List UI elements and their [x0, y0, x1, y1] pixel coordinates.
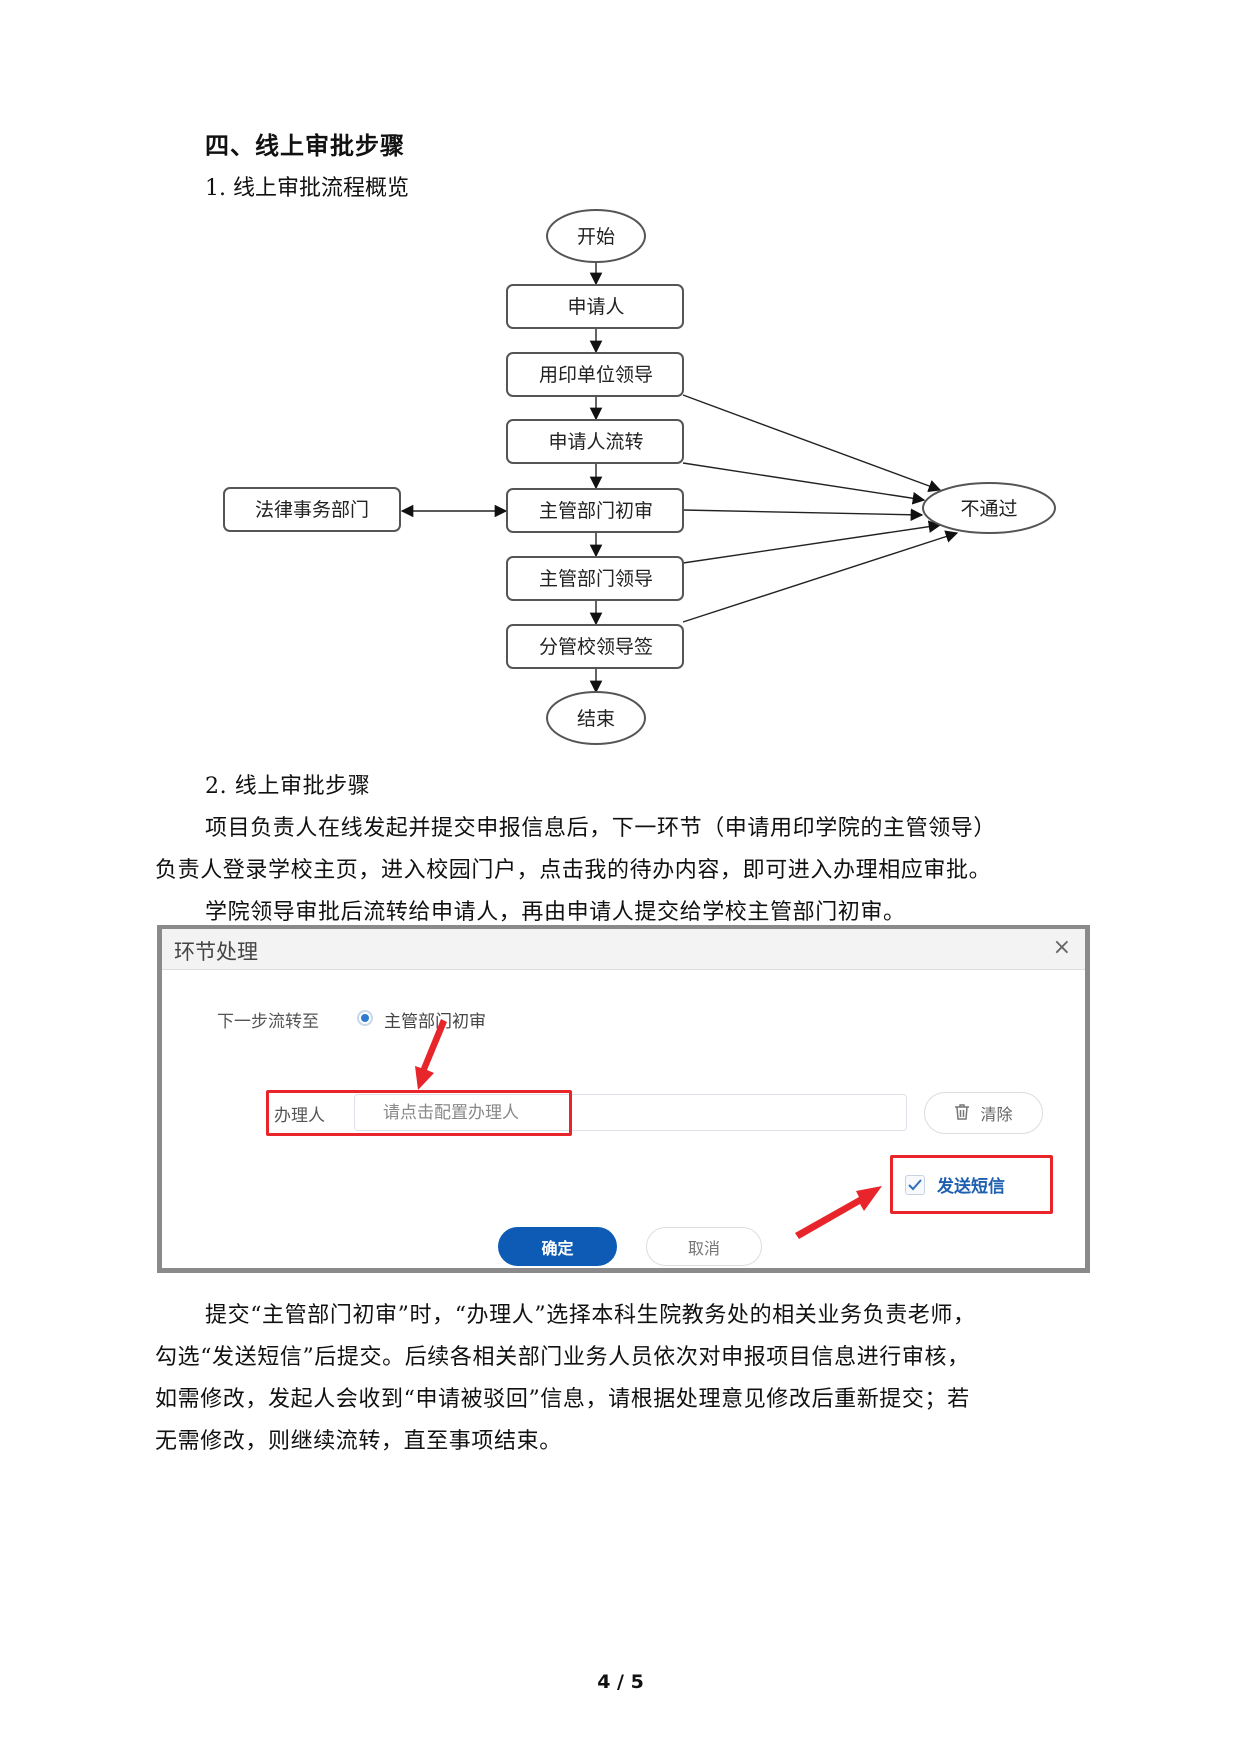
clear-button[interactable]: 清除 [924, 1092, 1043, 1134]
arrow-reject-from-step2 [682, 394, 942, 492]
paragraph-line: 负责人登录学校主页，进入校园门户，点击我的待办内容，即可进入办理相应审批。 [155, 858, 992, 883]
legal-dept-label: 法律事务部门 [255, 499, 369, 521]
step-label: 申请人流转 [548, 431, 643, 453]
highlight-box-handler [266, 1090, 572, 1136]
end-node [546, 691, 646, 745]
approval-flowchart: 开始 申请人 用印单位领导 申请人流转 主管部门初审 主管部门领导 分管校领导签… [223, 209, 1056, 745]
arrow-reject-from-step6 [682, 530, 959, 623]
confirm-button[interactable]: 确定 [498, 1227, 617, 1266]
subheading-steps: 2. 线上审批步骤 [205, 774, 371, 799]
send-sms-checkbox[interactable] [905, 1174, 925, 1195]
subheading-overview: 1. 线上审批流程概览 [205, 176, 409, 201]
paragraph-line: 勾选“发送短信”后提交。后续各相关部门业务人员依次对申报项目信息进行审核， [155, 1345, 970, 1370]
dialog-title: 环节处理 [174, 940, 258, 964]
send-sms-checkbox-group[interactable]: 发送短信 [905, 1172, 1005, 1197]
arrow-reject-from-step4 [682, 508, 924, 522]
clear-label: 清除 [980, 1105, 1013, 1124]
next-step-radio[interactable] [357, 1010, 373, 1026]
step-label: 主管部门领导 [539, 568, 653, 590]
next-step-label: 下一步流转至 [217, 1012, 319, 1032]
flow-step-3 [506, 419, 684, 464]
start-node [546, 209, 646, 263]
step-label: 申请人 [567, 296, 624, 318]
trash-icon [954, 1103, 970, 1124]
arrow-reject-from-step5 [682, 520, 942, 564]
reject-node [922, 482, 1056, 534]
paragraph-line: 如需修改，发起人会收到“申请被驳回”信息，请根据处理意见修改后重新提交；若 [155, 1387, 970, 1412]
paragraph-line: 学院领导审批后流转给申请人，再由申请人提交给学校主管部门初审。 [205, 900, 906, 925]
flow-step-1 [506, 284, 684, 329]
handler-label: 办理人 [274, 1106, 325, 1126]
step-processing-dialog: 环节处理 × 下一步流转至 主管部门初审 办理人 清除 发送短信 确定 取消 [157, 925, 1090, 1273]
arrow-reject-from-step3 [682, 462, 926, 505]
paragraph-line: 提交“主管部门初审”时，“办理人”选择本科生院教务处的相关业务负责老师， [205, 1303, 976, 1328]
close-icon[interactable]: × [1052, 935, 1071, 960]
flow-step-6 [506, 624, 684, 669]
dialog-title-bar: 环节处理 × [162, 929, 1085, 970]
flow-step-2 [506, 352, 684, 397]
checkmark-icon [908, 1178, 922, 1190]
flow-step-5 [506, 556, 684, 601]
next-step-option-label[interactable]: 主管部门初审 [384, 1012, 486, 1032]
flow-step-4 [506, 488, 684, 533]
start-label: 开始 [577, 226, 615, 248]
page-number: 4 / 5 [597, 1671, 644, 1693]
section-heading: 四、线上审批步骤 [205, 132, 405, 160]
cancel-button[interactable]: 取消 [646, 1227, 762, 1266]
paragraph-line: 项目负责人在线发起并提交申报信息后，下一环节（申请用印学院的主管领导） [205, 816, 997, 841]
paragraph-line: 无需修改，则继续流转，直至事项结束。 [155, 1429, 562, 1454]
step-label: 用印单位领导 [539, 364, 653, 386]
step-label: 分管校领导签 [539, 636, 653, 658]
legal-dept-node [223, 487, 401, 532]
send-sms-label[interactable]: 发送短信 [937, 1177, 1005, 1197]
step-label: 主管部门初审 [539, 500, 653, 522]
end-label: 结束 [577, 708, 615, 730]
highlight-box-sms [890, 1155, 1053, 1214]
handler-input[interactable] [354, 1094, 907, 1131]
reject-label: 不通过 [960, 498, 1017, 520]
